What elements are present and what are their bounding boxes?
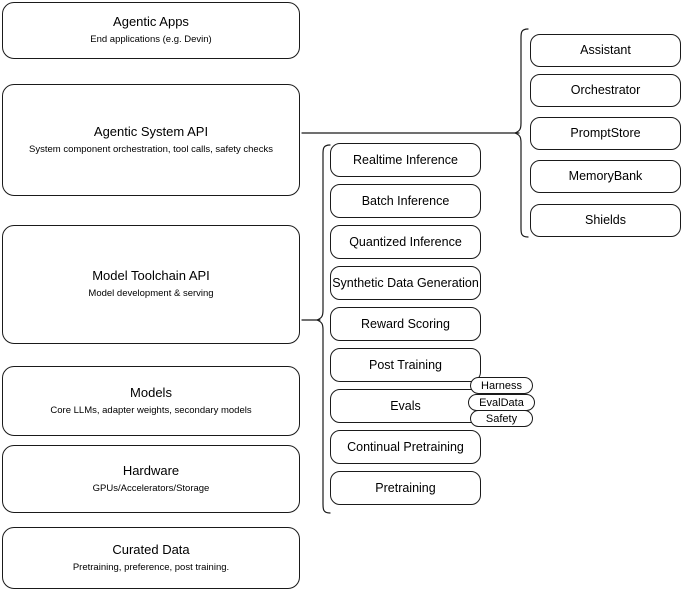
toolchain-component-batch-inference[interactable]: Batch Inference	[330, 184, 481, 218]
evals-subcomponent-harness[interactable]: Harness	[470, 377, 533, 394]
component-label: Pretraining	[375, 480, 436, 495]
agentic-component-memorybank[interactable]: MemoryBank	[530, 160, 681, 193]
component-label: MemoryBank	[568, 169, 643, 184]
component-label: Reward Scoring	[361, 316, 450, 331]
component-label: PromptStore	[570, 126, 641, 141]
stack-layer-agentic-apps[interactable]: Agentic Apps End applications (e.g. Devi…	[2, 2, 300, 59]
component-label: Post Training	[369, 357, 442, 372]
component-label: Shields	[585, 213, 626, 228]
layer-subtitle: End applications (e.g. Devin)	[90, 34, 212, 46]
toolchain-component-synthetic-data-generation[interactable]: Synthetic Data Generation	[330, 266, 481, 300]
layer-subtitle: System component orchestration, tool cal…	[29, 143, 273, 155]
evals-subcomponent-evaldata[interactable]: EvalData	[468, 394, 535, 411]
evals-subcomponent-safety[interactable]: Safety	[470, 410, 533, 427]
toolchain-component-evals[interactable]: Evals	[330, 389, 481, 423]
pill-label: EvalData	[479, 396, 524, 409]
pill-label: Safety	[485, 412, 518, 425]
layer-title: Hardware	[122, 462, 180, 478]
stack-layer-model-toolchain-api[interactable]: Model Toolchain API Model development & …	[2, 225, 300, 344]
toolchain-component-continual-pretraining[interactable]: Continual Pretraining	[330, 430, 481, 464]
component-label: Batch Inference	[361, 193, 450, 208]
stack-layer-models[interactable]: Models Core LLMs, adapter weights, secon…	[2, 366, 300, 436]
stack-layer-agentic-system-api[interactable]: Agentic System API System component orch…	[2, 84, 300, 196]
component-label: Assistant	[580, 43, 631, 58]
layer-title: Agentic Apps	[113, 14, 189, 30]
layer-title: Model Toolchain API	[92, 268, 210, 284]
layer-subtitle: Model development & serving	[88, 288, 214, 300]
middle-curly-brace	[316, 144, 331, 514]
pill-label: Harness	[481, 379, 522, 392]
toolchain-component-realtime-inference[interactable]: Realtime Inference	[330, 143, 481, 177]
layer-title: Agentic System API	[93, 123, 209, 139]
layer-subtitle: Core LLMs, adapter weights, secondary mo…	[50, 404, 252, 416]
agentic-component-shields[interactable]: Shields	[530, 204, 681, 237]
stack-layer-curated-data[interactable]: Curated Data Pretraining, preference, po…	[2, 527, 300, 589]
toolchain-component-quantized-inference[interactable]: Quantized Inference	[330, 225, 481, 259]
component-label: Synthetic Data Generation	[332, 275, 479, 290]
agentic-component-promptstore[interactable]: PromptStore	[530, 117, 681, 150]
component-label: Quantized Inference	[349, 234, 462, 249]
component-label: Continual Pretraining	[347, 439, 464, 454]
component-label: Realtime Inference	[353, 152, 458, 167]
layer-title: Models	[130, 384, 172, 400]
component-label: Orchestrator	[570, 83, 641, 98]
layer-subtitle: GPUs/Accelerators/Storage	[92, 482, 210, 494]
layer-subtitle: Pretraining, preference, post training.	[72, 561, 230, 573]
agentic-component-orchestrator[interactable]: Orchestrator	[530, 74, 681, 107]
stack-layer-hardware[interactable]: Hardware GPUs/Accelerators/Storage	[2, 445, 300, 513]
toolchain-component-reward-scoring[interactable]: Reward Scoring	[330, 307, 481, 341]
toolchain-component-pretraining[interactable]: Pretraining	[330, 471, 481, 505]
component-label: Evals	[390, 398, 421, 413]
agentic-component-assistant[interactable]: Assistant	[530, 34, 681, 67]
right-curly-brace	[514, 28, 529, 238]
toolchain-component-post-training[interactable]: Post Training	[330, 348, 481, 382]
layer-title: Curated Data	[112, 541, 190, 557]
